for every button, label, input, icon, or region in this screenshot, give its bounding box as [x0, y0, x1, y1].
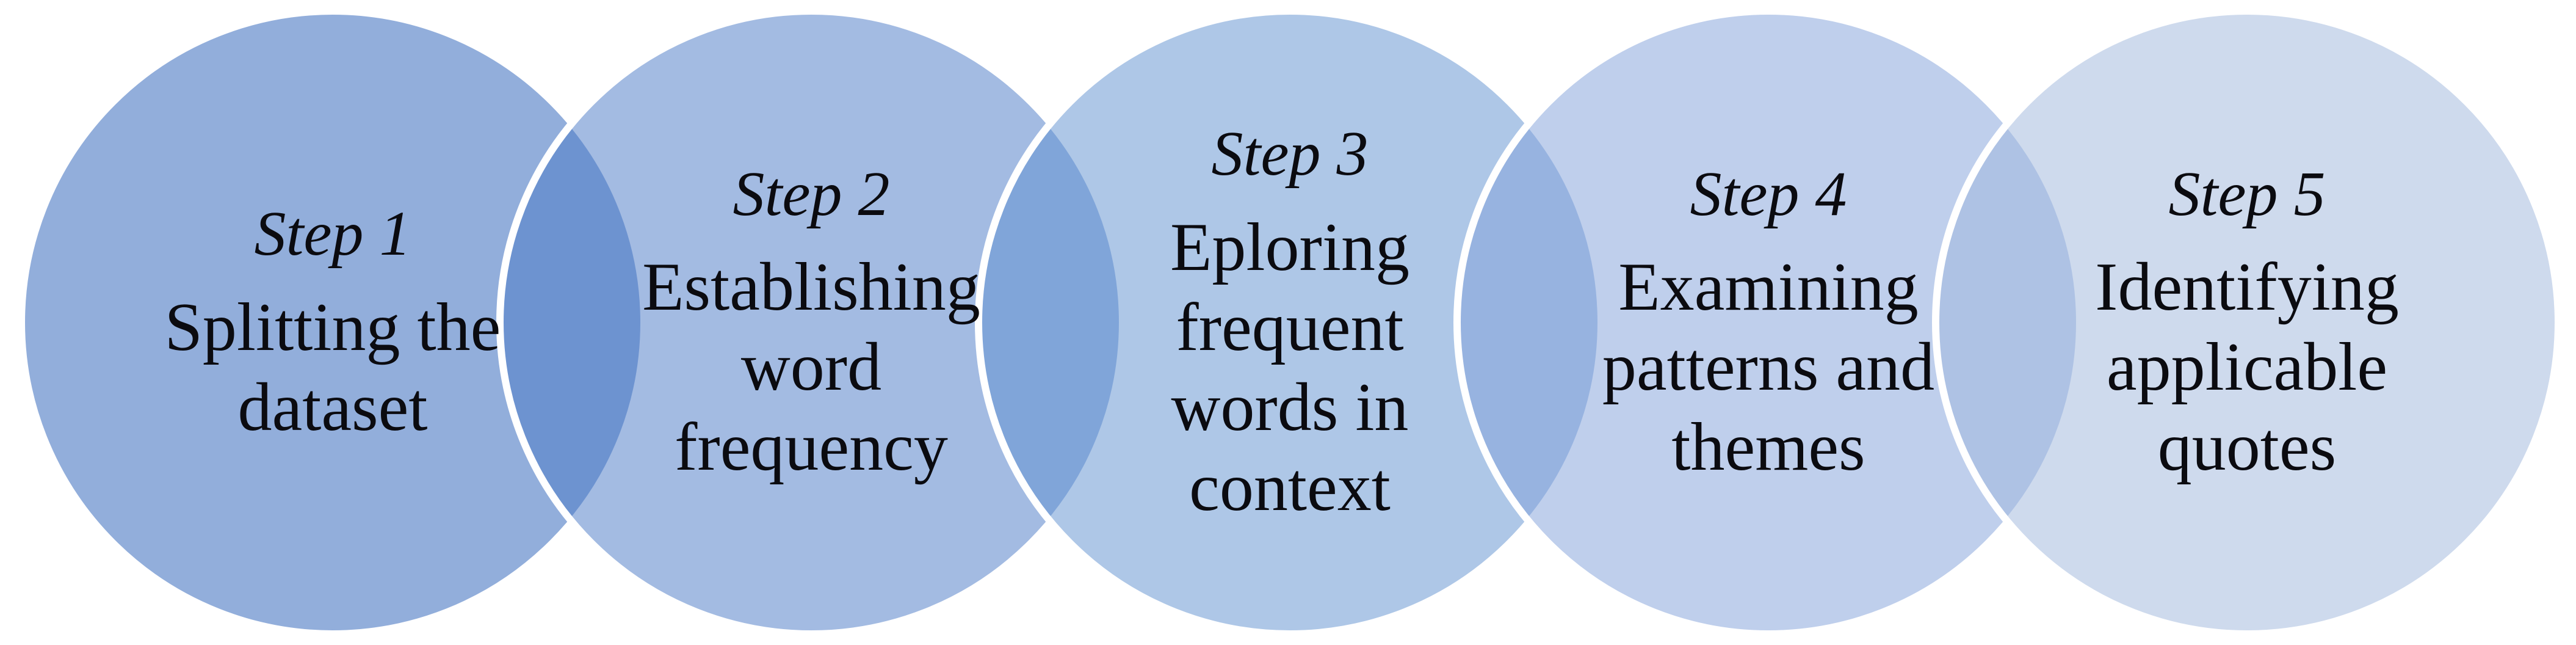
step-5-circle	[1932, 7, 2562, 638]
